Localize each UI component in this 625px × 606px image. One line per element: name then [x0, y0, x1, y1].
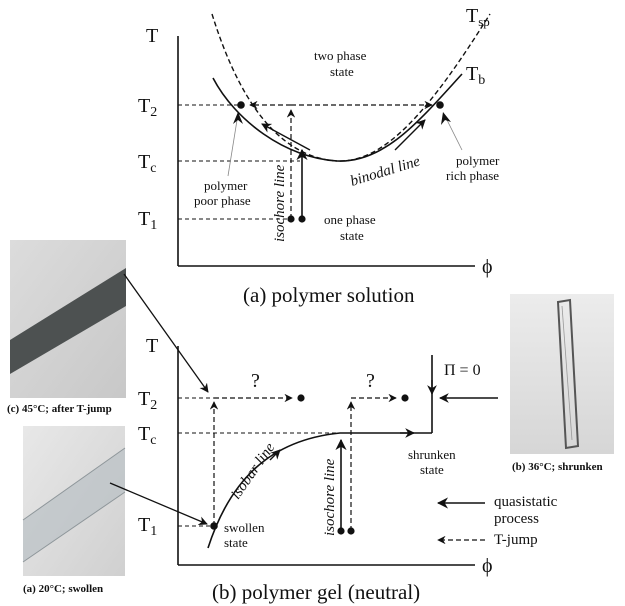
panel-b-question-1: ? [251, 370, 260, 392]
panel-b-question-2: ? [366, 370, 375, 392]
panel-a-y-axis-label: T [146, 25, 158, 47]
poor-phase-pointer [227, 113, 239, 177]
isobar-line-label: isobar line [228, 440, 278, 502]
binodal-arrow-left [261, 123, 311, 151]
photo-a-gel-edge-1 [22, 447, 126, 521]
swollen-label-1: swollen [224, 520, 265, 535]
isobar-arrow [269, 449, 281, 461]
photo-a-gel-strip [23, 448, 125, 562]
photo-b-caption: (b) 36°C; shrunken [512, 461, 603, 473]
panel-a-start-dot-2 [298, 215, 306, 223]
polymer-rich-point [436, 101, 444, 109]
photo-c-gel-strip [10, 268, 126, 374]
panel-b-polymer-gel: T ϕ T2 Tc T1 ? ? Π = 0 swollen state [138, 335, 558, 604]
panel-b-isochore-label: isochore line [322, 458, 338, 536]
polymer-poor-point [237, 101, 245, 109]
panel-b-end-dot-2 [401, 394, 409, 402]
rich-phase-arrowhead [441, 112, 451, 125]
poor-phase-label-1: polymer [204, 178, 248, 193]
legend-tjump-label: T-jump [494, 532, 538, 548]
panel-b-tick-t2: T2 [138, 388, 157, 413]
panel-a-tick-t1: T1 [138, 208, 157, 233]
panel-b-y-axis-label: T [146, 335, 158, 357]
isobar-curve [207, 432, 432, 549]
photo-a-pointer-arrow [109, 482, 208, 526]
legend-quasistatic-label-2: process [494, 511, 539, 527]
swollen-label-2: state [224, 535, 248, 550]
photo-c-caption: (c) 45°C; after T-jump [7, 403, 112, 415]
photo-b-gel-inner [561, 305, 573, 441]
photo-b-shrunken: (b) 36°C; shrunken [510, 294, 614, 473]
panel-a-tick-tc: Tc [138, 151, 156, 176]
panel-b-x-axis-label: ϕ [482, 555, 493, 577]
one-phase-label-1: one phase [324, 212, 376, 227]
panel-b-tick-tc: Tc [138, 423, 156, 448]
rich-phase-label-2: rich phase [446, 168, 499, 183]
panel-b-end-dot-1 [297, 394, 305, 402]
two-phase-label-1: two phase [314, 48, 367, 63]
panel-b-tick-t1: T1 [138, 514, 157, 539]
photo-a-swollen: (a) 20°C; swollen [22, 426, 208, 595]
panel-a-x-axis-label: ϕ [482, 256, 493, 278]
spinodal-label: Tsp [466, 5, 490, 29]
photo-a-gel-edge-2 [22, 491, 126, 563]
photo-c-pointer-arrow [123, 273, 209, 393]
panel-a-start-dot-1 [287, 215, 295, 223]
two-phase-label-2: state [330, 64, 354, 79]
pi-zero-label: Π = 0 [444, 362, 481, 379]
panel-a-caption: (a) polymer solution [243, 283, 415, 307]
binodal-arrow-right [394, 119, 426, 151]
panel-b-caption: (b) polymer gel (neutral) [212, 580, 420, 604]
panel-a-polymer-solution: T ϕ T2 Tc T1 Tsp Tb [138, 5, 500, 307]
poor-phase-arrowhead [233, 112, 243, 124]
spinodal-curve [211, 13, 491, 162]
shrunken-label-1: shrunken [408, 447, 456, 462]
panel-b-start-dot-1 [337, 527, 345, 535]
rich-phase-label-1: polymer [456, 153, 500, 168]
one-phase-label-2: state [340, 228, 364, 243]
panel-b-start-dot-2 [347, 527, 355, 535]
legend-quasistatic-label-1: quasistatic [494, 494, 558, 510]
photo-c-after-tjump: (c) 45°C; after T-jump [7, 240, 209, 415]
swollen-state-point [210, 522, 218, 530]
photo-a-caption: (a) 20°C; swollen [23, 583, 103, 595]
panel-a-isochore-label: isochore line [272, 164, 288, 242]
panel-a-tick-t2: T2 [138, 95, 157, 120]
binodal-label: Tb [466, 63, 485, 88]
photo-b-gel-outline [556, 298, 580, 450]
binodal-curve [212, 73, 463, 162]
shrunken-label-2: state [420, 462, 444, 477]
poor-phase-label-2: poor phase [194, 193, 251, 208]
